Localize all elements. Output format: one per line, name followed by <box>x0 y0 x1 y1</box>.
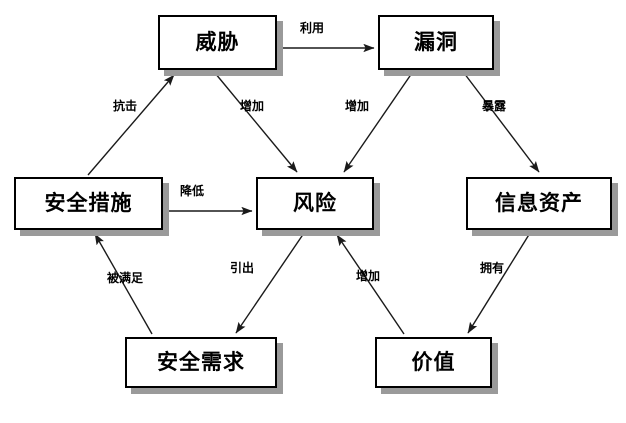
edge-label-own: 拥有 <box>480 261 505 275</box>
node-vulnerability-label: 漏洞 <box>414 30 458 54</box>
node-value[interactable]: 价值 <box>375 337 492 388</box>
node-information-asset[interactable]: 信息资产 <box>466 177 612 230</box>
edge-label-expose: 暴露 <box>482 99 507 113</box>
node-threat-label: 威胁 <box>195 30 240 54</box>
edge-value-to-risk <box>336 234 405 335</box>
edge-label-exploit: 利用 <box>300 21 325 35</box>
edge-vuln-to-risk <box>343 72 413 173</box>
node-vulnerability[interactable]: 漏洞 <box>378 15 494 70</box>
edge-label-reduce: 降低 <box>180 184 205 198</box>
edge-label-derive: 引出 <box>230 261 255 275</box>
node-security-control-label: 安全措施 <box>44 191 133 215</box>
node-threat[interactable]: 威胁 <box>158 15 277 70</box>
node-security-control[interactable]: 安全措施 <box>14 177 163 230</box>
node-value-label: 价值 <box>411 350 456 374</box>
edge-label-increase-threat-risk: 增加 <box>240 99 265 113</box>
edge-need-to-control <box>94 233 153 335</box>
node-security-requirement-label: 安全需求 <box>157 350 245 374</box>
edge-control-to-threat <box>87 74 175 176</box>
node-security-requirement[interactable]: 安全需求 <box>125 337 277 388</box>
node-risk[interactable]: 风险 <box>256 177 374 230</box>
edge-label-satisfied-by: 被满足 <box>107 271 144 285</box>
edge-asset-to-value <box>467 232 531 334</box>
edge-vuln-to-asset <box>463 72 540 173</box>
node-information-asset-label: 信息资产 <box>495 191 583 215</box>
edge-risk-to-need <box>235 232 305 334</box>
edge-label-increase-value-risk: 增加 <box>356 269 381 283</box>
node-risk-label: 风险 <box>293 191 337 215</box>
edge-label-resist: 抗击 <box>113 99 138 113</box>
edge-threat-to-risk <box>214 72 298 173</box>
edge-label-increase-vuln-risk: 增加 <box>345 99 370 113</box>
